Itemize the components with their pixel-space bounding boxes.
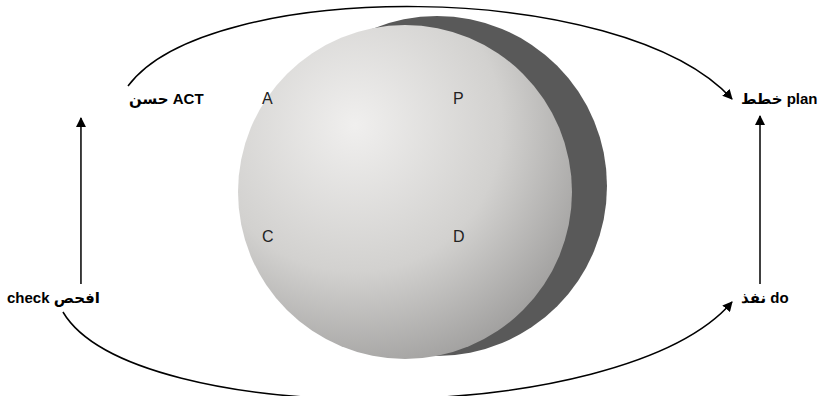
sphere-shape (225, 15, 625, 370)
phase-label: نفذ do (738, 287, 792, 309)
phase-text: check افحص (7, 289, 100, 306)
phase-text: خطط plan (741, 90, 818, 107)
phase-letter: C (262, 228, 274, 246)
cycle-arrow (759, 116, 761, 284)
phase-label: check افحص (4, 287, 103, 309)
phase-letter: P (453, 90, 464, 108)
phase-label: خطط plan (738, 88, 821, 110)
phase-text: نفذ do (741, 289, 789, 306)
phase-letter: D (453, 228, 465, 246)
phase-letter: A (262, 90, 273, 108)
cycle-sphere: A P C D (225, 15, 625, 370)
cycle-arrow (80, 118, 82, 284)
phase-label: حسن ACT (126, 88, 207, 110)
phase-text: حسن ACT (129, 90, 204, 107)
